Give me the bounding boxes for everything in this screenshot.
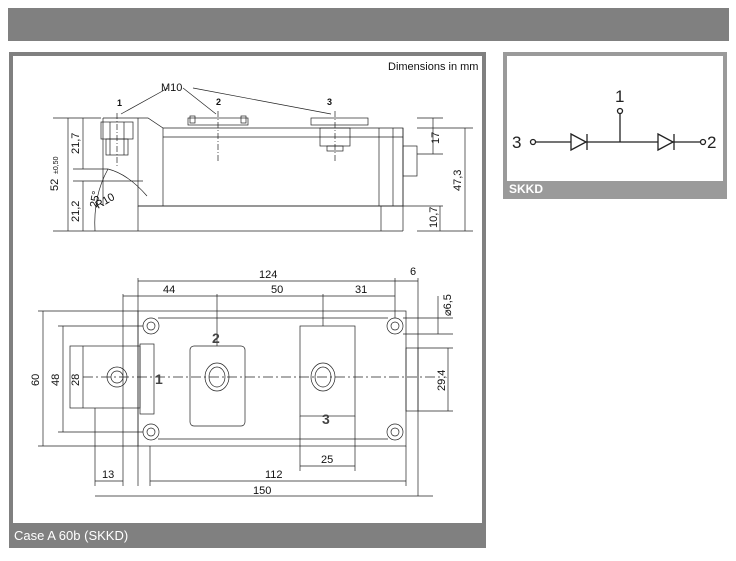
dim-total-length: 150: [253, 485, 271, 497]
mechanical-drawing: Dimensions in mm M10 1 2 3 52 ±0,50 21,7…: [30, 61, 478, 497]
dim-edge-offset: 6: [410, 266, 416, 278]
dim-hole-diameter: ⌀6,5: [442, 294, 454, 316]
dim-hole-spacing: 48: [50, 374, 62, 386]
diode-schematic: 1 3 2: [512, 87, 716, 152]
dim-lower-height: 21,2: [70, 201, 82, 222]
schematic-caption: SKKD: [509, 182, 544, 196]
dim-base-height: 10,7: [428, 207, 440, 228]
dim-t2-t3: 50: [271, 284, 283, 296]
pin-2-terminal: [699, 138, 707, 146]
case-drawing-panel: Dimensions in mm M10 1 2 3 52 ±0,50 21,7…: [9, 52, 486, 548]
schematic-panel: 1 3 2 SKKD: [503, 52, 727, 199]
diode-right-icon: [657, 132, 675, 152]
dim-total-height-tol: ±0,50: [53, 156, 60, 174]
header-bar: [8, 8, 729, 41]
dim-hole-pitch: 124: [259, 269, 277, 281]
case-drawing-area: Dimensions in mm M10 1 2 3 52 ±0,50 21,7…: [13, 56, 482, 523]
dim-side-block: 29,4: [436, 370, 448, 391]
dim-t1-t2: 44: [163, 284, 175, 296]
dim-terminal-left: 13: [102, 469, 114, 481]
schematic-area: 1 3 2: [507, 56, 723, 181]
side-terminal-3-label: 3: [327, 97, 332, 107]
side-body-outline: [103, 117, 404, 207]
dim-total-height: 52: [49, 179, 61, 191]
top-terminal-3-label: 3: [322, 411, 330, 427]
diode-left-icon: [570, 132, 588, 152]
dim-upper-height: 21,7: [70, 133, 82, 154]
case-caption: Case A 60b (SKKD): [14, 528, 129, 543]
side-terminal-1-label: 1: [117, 98, 122, 108]
pin-3-label: 3: [512, 133, 521, 152]
pin-2-label: 2: [707, 133, 716, 152]
pin-1-terminal: [616, 107, 624, 115]
pin-1-label: 1: [615, 87, 624, 106]
side-terminal-2-label: 2: [216, 97, 221, 107]
dim-body-height: 47,3: [452, 170, 464, 191]
dim-angle: 25°: [88, 190, 103, 208]
dim-base-length: 112: [265, 469, 283, 481]
thread-label: M10: [161, 82, 182, 94]
dim-terminal1-width: 28: [70, 374, 82, 386]
top-body-outline: [137, 310, 407, 447]
dim-t3-hole: 31: [355, 284, 367, 296]
dim-width-total: 60: [30, 374, 42, 386]
dim-terminal-height: 17: [430, 132, 442, 144]
top-terminal-1-label: 1: [155, 371, 163, 387]
units-note: Dimensions in mm: [388, 61, 478, 73]
top-terminal-2-label: 2: [212, 330, 220, 346]
pin-3-terminal: [529, 138, 537, 146]
dim-terminal3-width: 25: [321, 454, 333, 466]
